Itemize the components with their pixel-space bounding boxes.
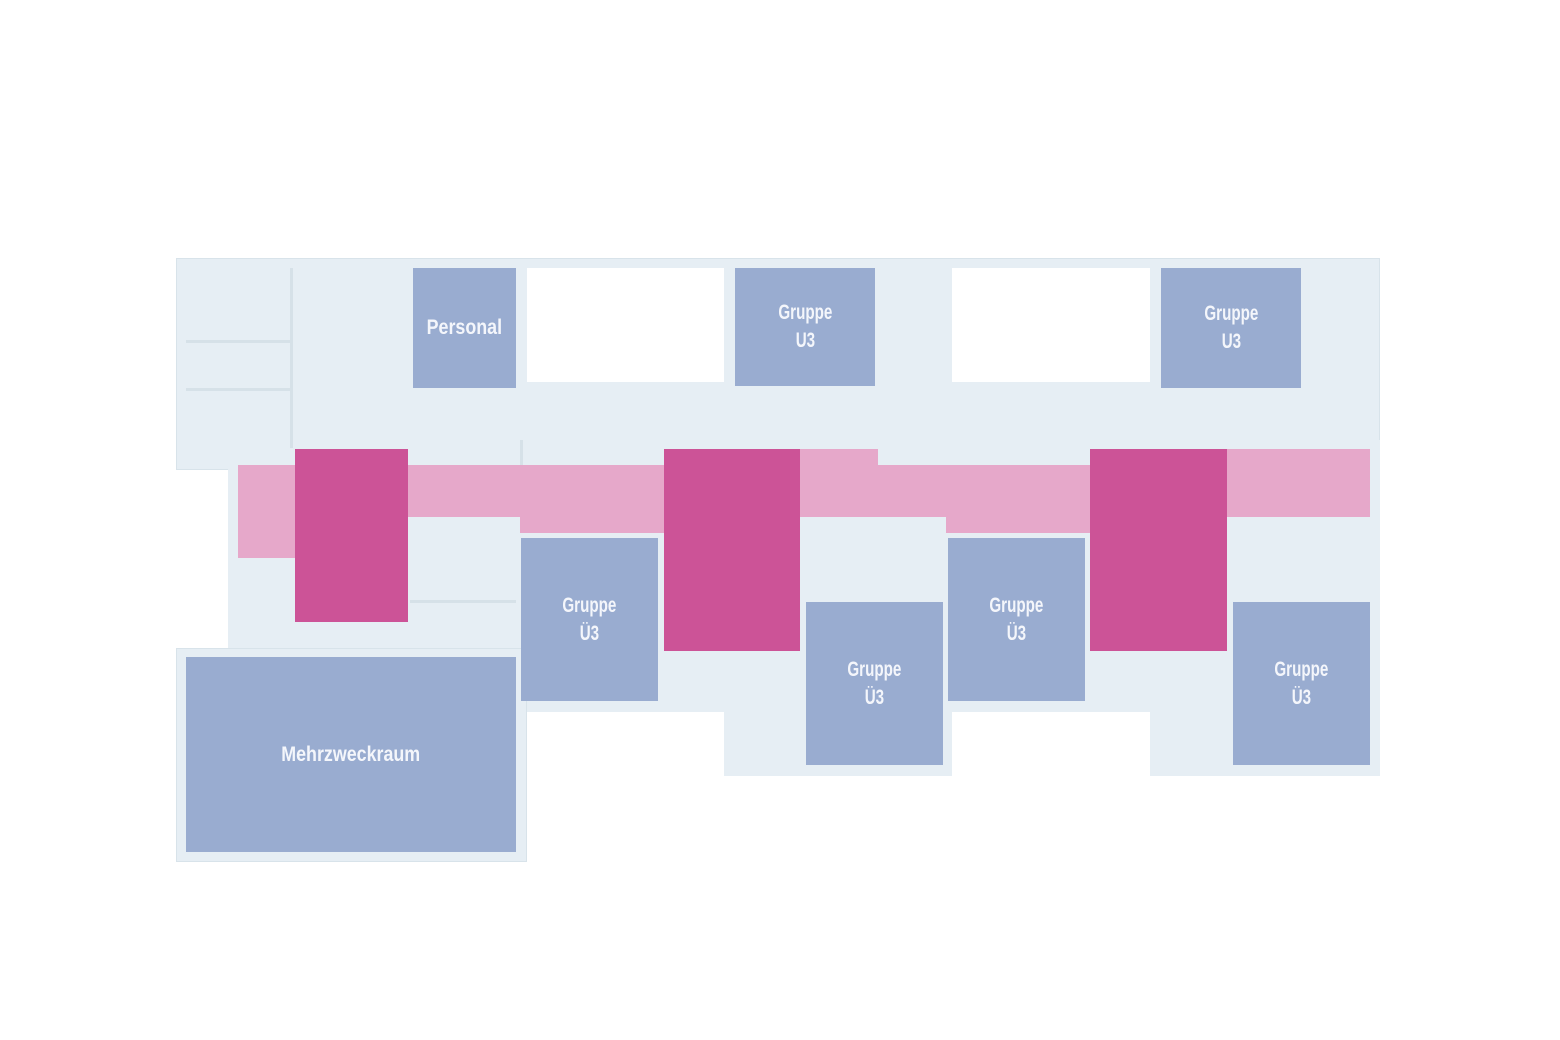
courtyard	[527, 712, 724, 782]
room-label: Personal	[426, 316, 503, 339]
room-personal: Personal	[413, 268, 516, 388]
corridor	[946, 517, 1090, 533]
room-label: Ü3	[1006, 621, 1027, 645]
room-label: Gruppe	[847, 657, 902, 681]
room-label: Ü3	[864, 685, 885, 709]
wall	[186, 340, 290, 343]
room-label: Ü3	[579, 621, 600, 645]
room-label: Gruppe	[1204, 302, 1258, 325]
room-label: U3	[1221, 330, 1241, 353]
corridor	[520, 517, 664, 533]
room-label: Gruppe	[1274, 657, 1329, 681]
corridor	[878, 465, 1090, 517]
room-label: Ü3	[1291, 685, 1312, 709]
core-area	[1090, 449, 1227, 651]
room-label: Mehrzweckraum	[281, 742, 421, 766]
corridor	[408, 465, 664, 517]
core-area	[664, 449, 800, 651]
corridor	[238, 465, 295, 558]
courtyard	[527, 268, 724, 382]
room-label: U3	[795, 329, 815, 352]
wall	[290, 268, 293, 448]
wall	[520, 440, 523, 470]
room-label: Gruppe	[562, 593, 617, 617]
wall	[410, 600, 516, 603]
wall	[186, 388, 290, 391]
corridor	[800, 449, 878, 517]
room-mehrzweckraum: Mehrzweckraum	[186, 657, 516, 852]
core-area	[295, 449, 408, 622]
room-label: Gruppe	[989, 593, 1044, 617]
room-label: Gruppe	[778, 301, 832, 324]
courtyard	[952, 268, 1150, 382]
corridor	[1227, 449, 1370, 517]
courtyard	[952, 712, 1150, 782]
